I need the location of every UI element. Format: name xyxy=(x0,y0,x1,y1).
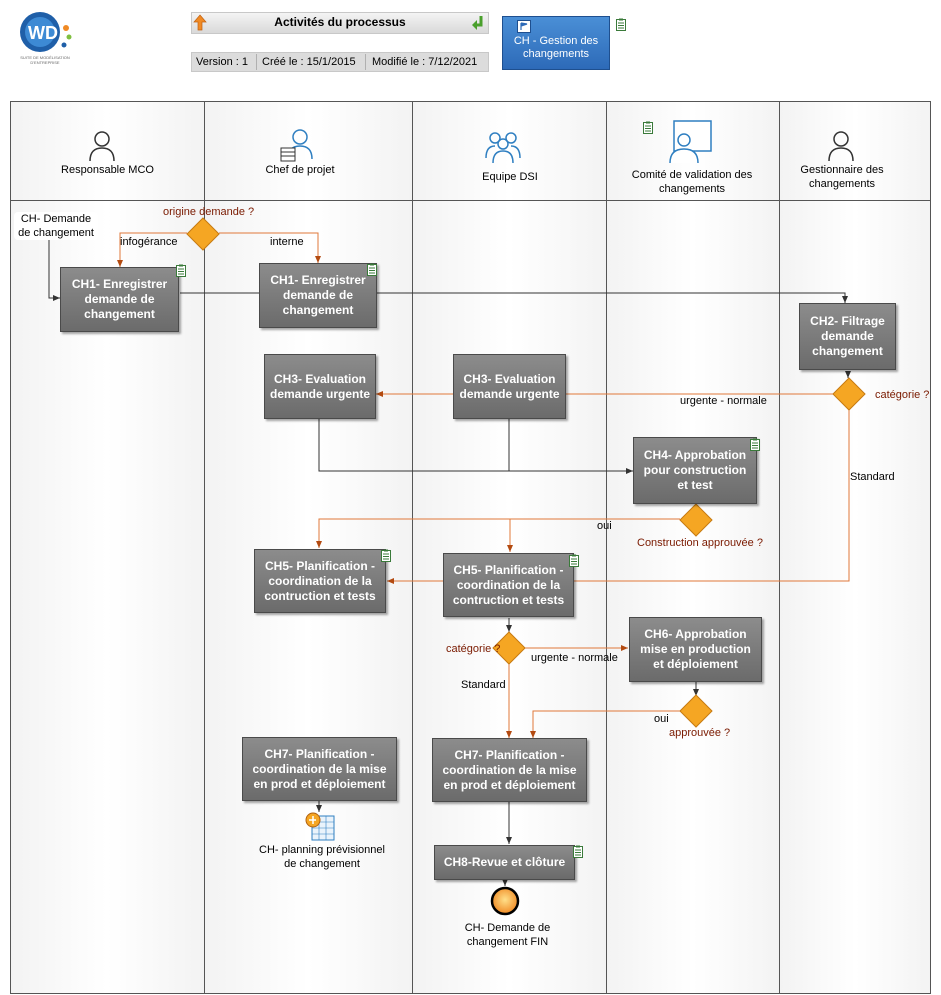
process-link-label: CH - Gestion des changements xyxy=(513,35,599,60)
task-ch7-equipe-dsi[interactable]: CH7- Planification - coordination de la … xyxy=(432,738,587,802)
team-icon xyxy=(484,130,522,167)
clipboard-icon[interactable] xyxy=(750,438,760,451)
planning-document-label: CH- planning prévisionnel de changement xyxy=(259,844,385,870)
end-event-icon xyxy=(490,886,520,919)
gateway-origine[interactable] xyxy=(186,217,220,254)
flow-label-infogerance: infogérance xyxy=(120,236,178,248)
flow-label-urgente-normale: urgente - normale xyxy=(680,395,767,407)
start-event-label: CH- Demande de changement xyxy=(14,212,98,240)
header-title-bar xyxy=(191,12,489,34)
clipboard-icon[interactable] xyxy=(381,549,391,562)
process-link-button[interactable]: CH - Gestion des changements xyxy=(502,16,610,70)
task-ch3-chef-projet[interactable]: CH3- Evaluation demande urgente xyxy=(264,354,376,419)
task-ch5-chef-projet[interactable]: CH5- Planification - coordination de la … xyxy=(254,549,386,613)
modified-date: Modifié le : 7/12/2021 xyxy=(372,56,478,68)
task-ch3-equipe-dsi[interactable]: CH3- Evaluation demande urgente xyxy=(453,354,566,419)
lane-label-comite: Comité de validation des changements xyxy=(631,169,753,195)
flow-label-interne: interne xyxy=(270,236,304,248)
logo-letters: WD xyxy=(28,23,58,43)
task-ch2-filtrage[interactable]: CH2- Filtrage demande changement xyxy=(799,303,896,370)
gateway-label-approuvee: approuvée ? xyxy=(669,727,731,739)
flow-label-urgente-normale-2: urgente - normale xyxy=(531,652,618,664)
version-label: Version : 1 xyxy=(196,56,248,68)
task-ch4-approbation[interactable]: CH4- Approbation pour construction et te… xyxy=(633,437,757,504)
lane-label-equipe-dsi: Equipe DSI xyxy=(482,171,538,183)
flow-label-oui-2: oui xyxy=(654,713,669,725)
task-ch6-approbation[interactable]: CH6- Approbation mise en production et d… xyxy=(629,617,762,682)
task-label: CH4- Approbation pour construction et te… xyxy=(643,448,747,492)
meta-divider xyxy=(365,54,366,70)
gateway-label-categorie-2: catégorie ? xyxy=(446,643,501,655)
lane-chef-de-projet xyxy=(205,101,413,994)
gateway-label-origine: origine demande ? xyxy=(163,206,255,218)
lane-label-mco: Responsable MCO xyxy=(61,164,154,176)
task-label: CH5- Planification - coordination de la … xyxy=(452,562,565,607)
lane-comite-validation xyxy=(607,101,780,994)
task-label: CH6- Approbation mise en production et d… xyxy=(640,627,751,671)
logo-subtitle: SUITE DE MODÉLISATION D'ENTREPRISE xyxy=(20,55,70,65)
lane-label-gestionnaire: Gestionnaire des changements xyxy=(800,164,884,190)
clipboard-icon[interactable] xyxy=(643,121,653,134)
project-manager-icon xyxy=(280,128,314,167)
task-label: CH8-Revue et clôture xyxy=(443,855,566,869)
lane-responsable-mco xyxy=(10,101,205,994)
created-date: Créé le : 15/1/2015 xyxy=(262,56,356,68)
clipboard-icon[interactable] xyxy=(573,845,583,858)
person-icon xyxy=(827,130,855,165)
task-label: CH7- Planification - coordination de la … xyxy=(252,746,387,791)
meta-divider xyxy=(256,54,257,70)
task-ch1-chef-projet[interactable]: CH1- Enregistrer demande de changement xyxy=(259,263,377,328)
up-arrow-icon[interactable] xyxy=(193,14,207,31)
task-label: CH1- Enregistrer demande de changement xyxy=(71,277,168,321)
return-arrow-icon[interactable] xyxy=(471,14,487,31)
task-label: CH2- Filtrage demande changement xyxy=(810,314,885,358)
committee-icon xyxy=(664,120,714,167)
clipboard-icon[interactable] xyxy=(569,554,579,567)
flag-icon xyxy=(517,20,531,33)
clipboard-icon[interactable] xyxy=(176,264,186,277)
end-event-label: CH- Demande de changement FIN xyxy=(464,922,551,948)
task-label: CH1- Enregistrer demande de changement xyxy=(270,273,366,317)
task-label: CH3- Evaluation demande urgente xyxy=(269,371,371,401)
clipboard-icon[interactable] xyxy=(616,18,626,31)
flow-label-standard-2: Standard xyxy=(461,679,506,691)
planning-document-icon[interactable] xyxy=(304,812,336,845)
gateway-construction[interactable] xyxy=(679,503,713,540)
task-label: CH5- Planification - coordination de la … xyxy=(264,558,376,603)
person-icon xyxy=(88,130,116,165)
task-ch7-chef-projet[interactable]: CH7- Planification - coordination de la … xyxy=(242,737,397,801)
gateway-label-categorie: catégorie ? xyxy=(875,389,930,401)
lane-header-divider xyxy=(10,200,931,201)
task-ch5-equipe-dsi[interactable]: CH5- Planification - coordination de la … xyxy=(443,553,574,617)
flow-label-oui: oui xyxy=(597,520,612,532)
swimlane-frame xyxy=(10,101,931,994)
page-title: Activités du processus xyxy=(274,15,406,29)
header-meta-bar xyxy=(191,52,489,72)
gateway-categorie-2[interactable] xyxy=(492,631,526,668)
flow-label-standard: Standard xyxy=(850,471,895,483)
lane-gestionnaire xyxy=(780,101,931,994)
windesign-logo: WD SUITE DE MODÉLISATION D'ENTREPRISE xyxy=(14,10,84,70)
task-ch1-mco[interactable]: CH1- Enregistrer demande de changement xyxy=(60,267,179,332)
task-label: CH3- Evaluation demande urgente xyxy=(459,371,560,401)
task-label: CH7- Planification - coordination de la … xyxy=(442,747,577,792)
gateway-approuvee[interactable] xyxy=(679,694,713,731)
clipboard-icon[interactable] xyxy=(367,263,377,276)
lane-label-chef-projet: Chef de projet xyxy=(265,164,335,176)
gateway-label-construction: Construction approuvée ? xyxy=(637,537,763,549)
task-ch8-revue[interactable]: CH8-Revue et clôture xyxy=(434,845,575,880)
gateway-categorie[interactable] xyxy=(832,377,866,414)
